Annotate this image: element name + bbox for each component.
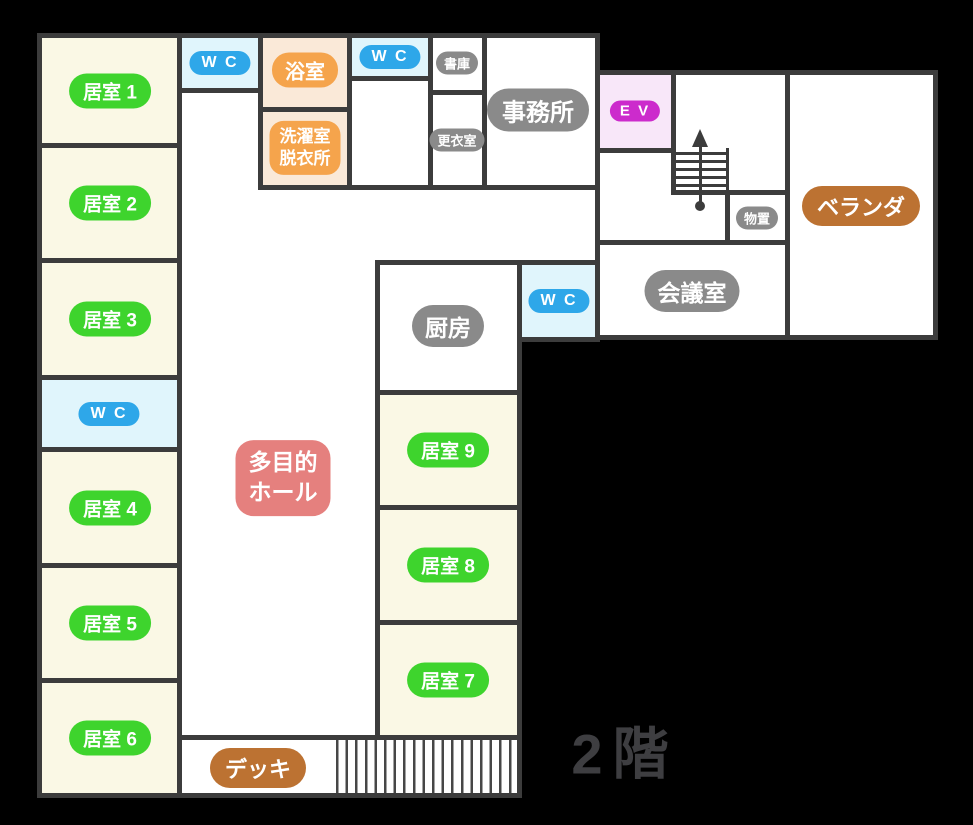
label-kyoshitsu-7: 居室 7 xyxy=(407,662,489,698)
label-tamokuteki-line-2: ホール xyxy=(248,479,318,505)
stairs-bottom-wall xyxy=(671,190,790,195)
deck-boards-texture xyxy=(336,740,517,793)
label-deck: デッキ xyxy=(209,748,307,788)
stairs-right-rail xyxy=(726,148,729,195)
stairs-arrow-stem xyxy=(699,145,702,205)
label-sentaku-datsuijo: 洗濯室 脱衣所 xyxy=(269,120,341,176)
stairs-arrow-start-dot xyxy=(695,201,705,211)
label-kyoshitsu-8: 居室 8 xyxy=(407,547,489,583)
stairs-left-wall xyxy=(671,148,676,195)
label-kyoshitsu-1: 居室 1 xyxy=(69,73,151,109)
label-koishitsu: 更衣室 xyxy=(429,128,485,152)
label-wc-top: W C xyxy=(189,51,251,75)
label-wc-left: W C xyxy=(78,402,140,426)
label-kyoshitsu-2: 居室 2 xyxy=(69,185,151,221)
label-kyoshitsu-9: 居室 9 xyxy=(407,432,489,468)
label-veranda: ベランダ xyxy=(801,186,921,226)
label-tamokuteki-hall: 多目的 ホール xyxy=(235,440,331,516)
floor-title: 2階 xyxy=(571,722,679,786)
label-monooki: 物置 xyxy=(735,206,779,230)
label-shoko: 書庫 xyxy=(435,51,479,75)
label-kaigishitsu: 会議室 xyxy=(644,270,740,312)
label-sentaku-line-1: 洗濯室 xyxy=(279,126,331,146)
label-kyoshitsu-5: 居室 5 xyxy=(69,605,151,641)
label-tamokuteki-line-1: 多目的 xyxy=(248,449,318,476)
label-wc-upper: W C xyxy=(359,45,421,69)
stairs-up-arrow-icon xyxy=(692,129,708,147)
label-kyoshitsu-6: 居室 6 xyxy=(69,720,151,756)
label-yokushitsu: 浴室 xyxy=(272,52,338,88)
label-kyoshitsu-3: 居室 3 xyxy=(69,301,151,337)
label-kyoshitsu-4: 居室 4 xyxy=(69,490,151,526)
label-jimusho: 事務所 xyxy=(487,88,589,132)
room-anteroom xyxy=(347,76,433,190)
label-wc-center: W C xyxy=(528,289,590,313)
label-chubo: 厨房 xyxy=(412,305,484,347)
label-ev: E V xyxy=(609,100,661,122)
label-sentaku-line-2: 脱衣所 xyxy=(279,149,331,168)
